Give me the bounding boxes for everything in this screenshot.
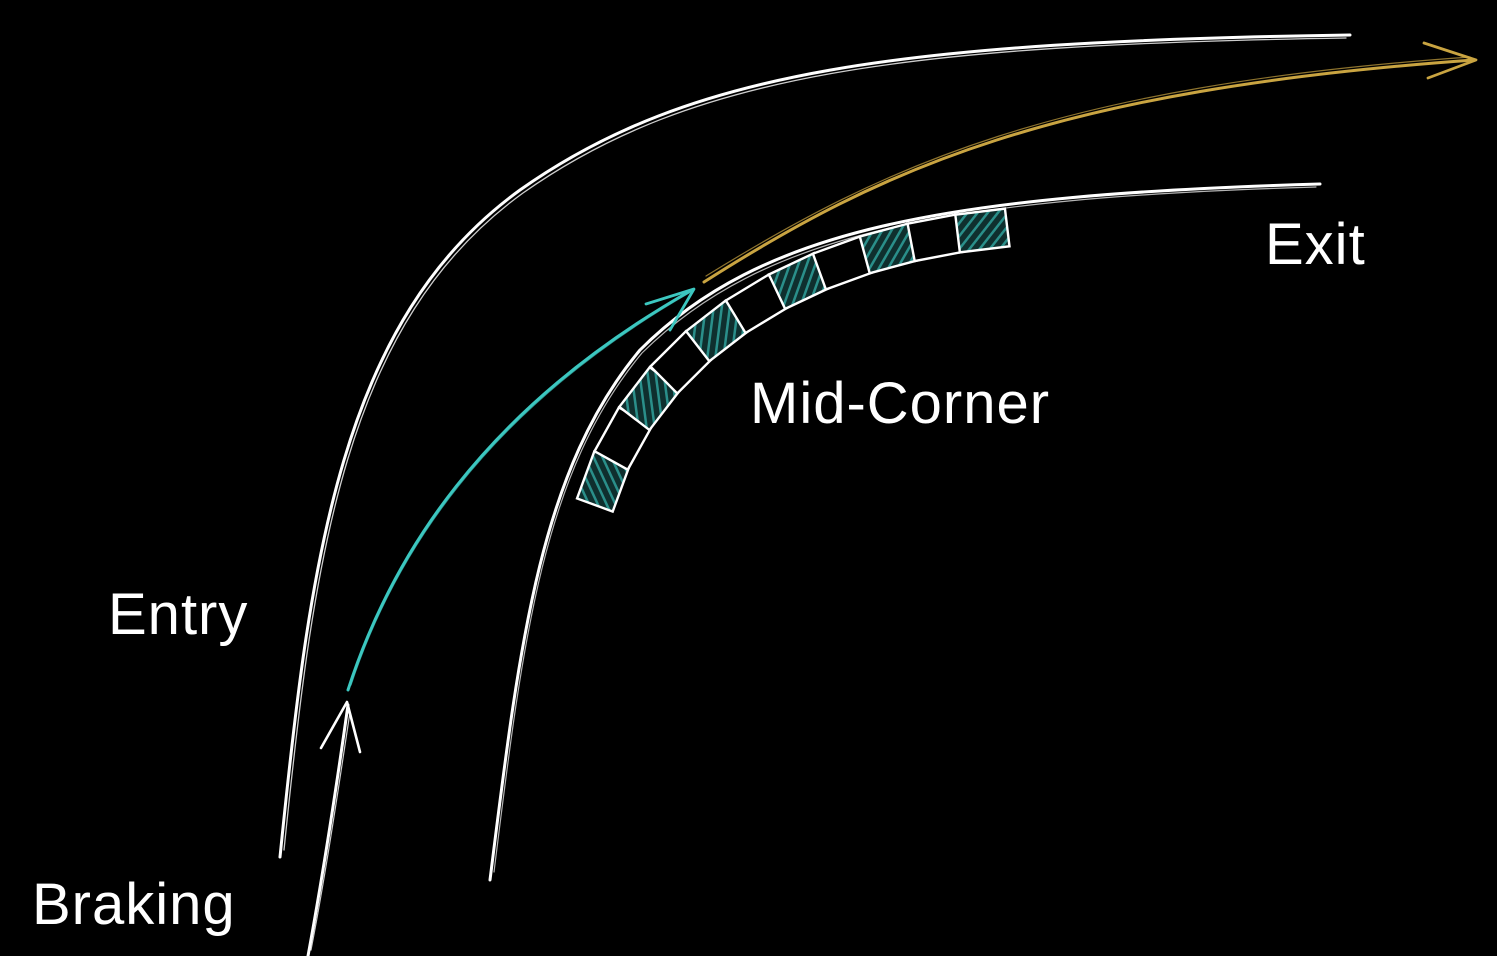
- label-exit: Exit: [1265, 212, 1366, 277]
- inner-track-edge: [488, 182, 1322, 882]
- apex-curb: [575, 207, 1011, 514]
- curb-block-hatched: [953, 207, 1011, 254]
- braking-arrow: [306, 700, 362, 956]
- label-mid-corner: Mid-Corner: [750, 371, 1050, 436]
- exit-arrow: [702, 41, 1478, 284]
- entry-arrow: [346, 287, 696, 692]
- label-entry: Entry: [108, 582, 248, 647]
- outer-track-edge: [278, 33, 1352, 859]
- label-braking: Braking: [32, 872, 236, 937]
